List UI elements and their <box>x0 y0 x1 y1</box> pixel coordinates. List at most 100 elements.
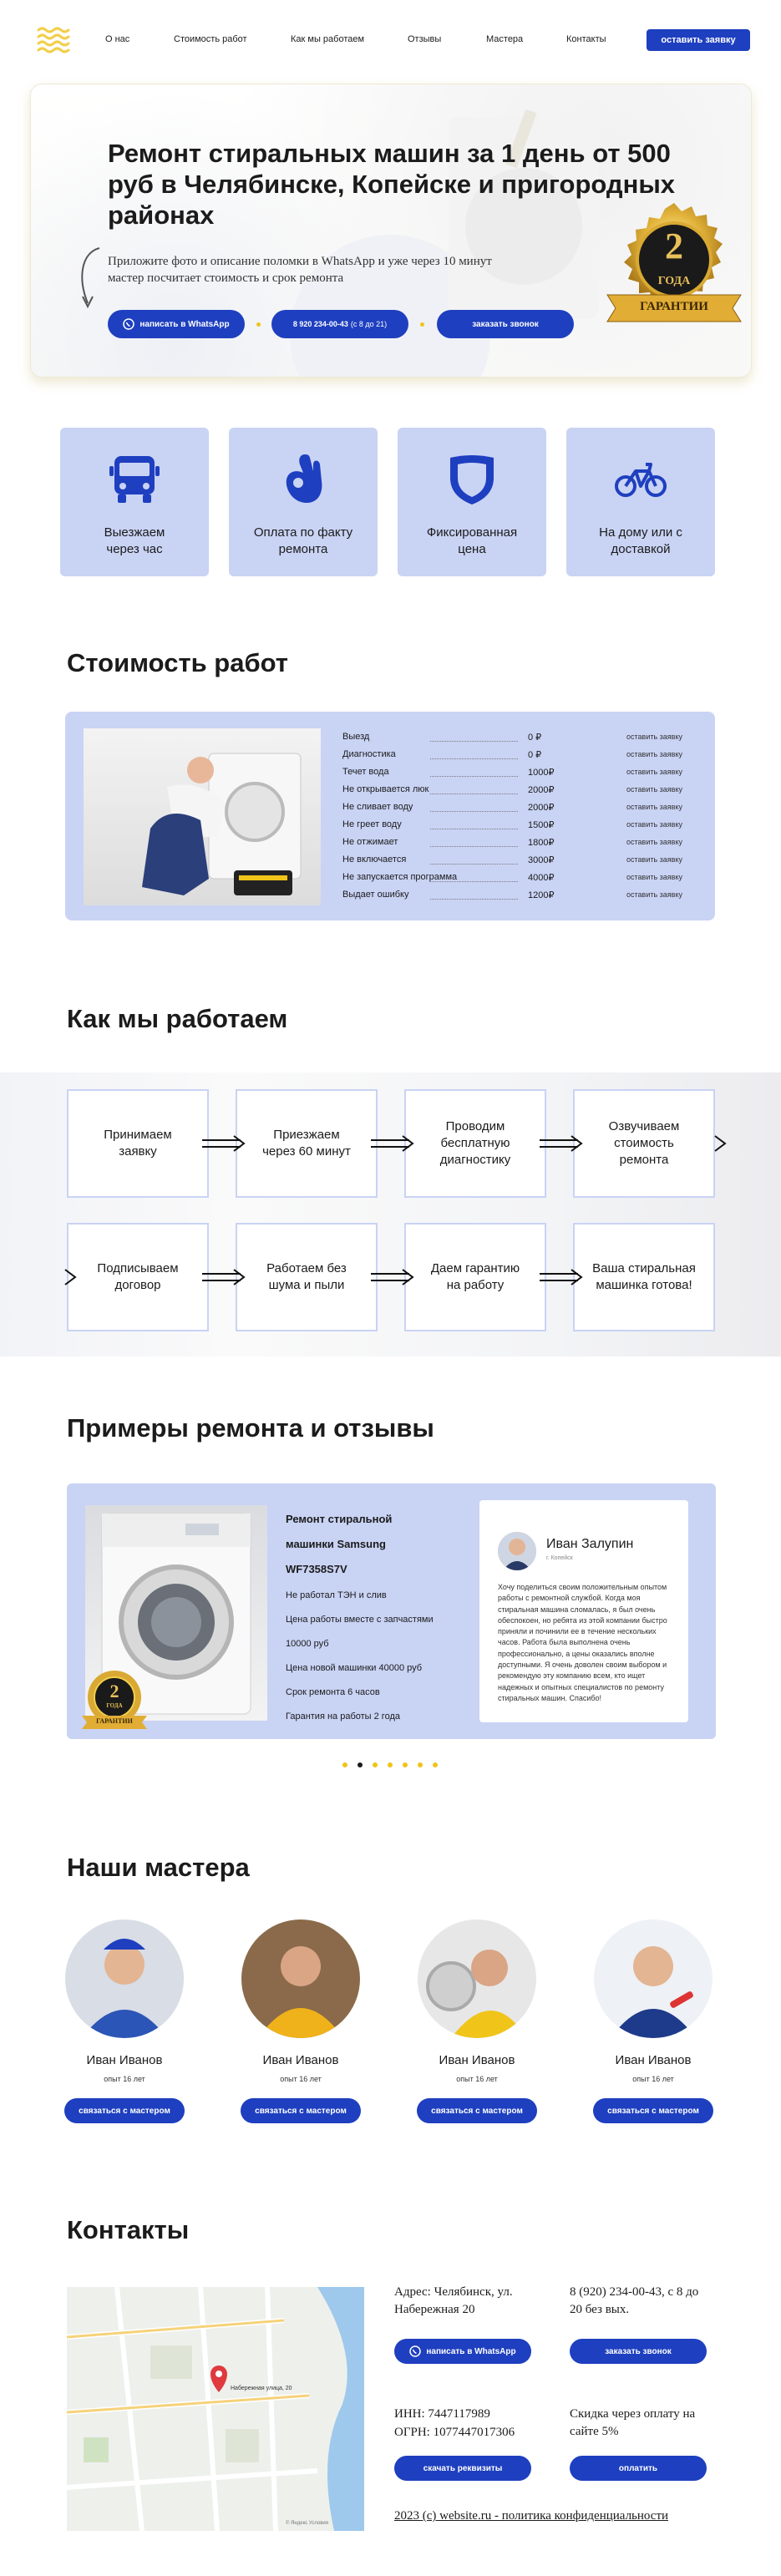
badge-line1: ГОДА <box>106 1702 123 1709</box>
whatsapp-icon <box>409 2345 422 2357</box>
order-link[interactable]: оставить заявку <box>626 838 682 846</box>
service-name: Выдает ошибку <box>342 890 409 900</box>
contact-master-button[interactable]: связаться с мастером <box>593 2098 713 2123</box>
master-experience: опыт 16 лет <box>104 2075 145 2083</box>
badge-line2: ГАРАНТИИ <box>96 1717 133 1725</box>
badge-line1: ГОДА <box>657 275 691 287</box>
service-name: Диагностика <box>342 749 396 759</box>
arrow-icon <box>540 1269 583 1285</box>
contact-inn: ИНН: 7447117989 <box>394 2407 490 2421</box>
guarantee-badge-small: 2 ГОДА ГАРАНТИИ <box>79 1669 150 1736</box>
feature-label: Фиксированная цена <box>426 525 518 556</box>
arrow-icon <box>371 1269 414 1285</box>
nav-masters[interactable]: Мастера <box>486 34 524 44</box>
reviewer-city: г. Копейск <box>546 1555 573 1561</box>
service-price: 2000₽ <box>528 785 555 795</box>
slider-dot[interactable] <box>418 1762 423 1767</box>
separator-dot <box>420 322 424 327</box>
shield-icon <box>445 453 499 506</box>
slider-dot[interactable] <box>388 1762 393 1767</box>
order-link[interactable]: оставить заявку <box>626 855 682 864</box>
case-line: Цена работы вместе с запчастями <box>286 1615 434 1625</box>
order-link[interactable]: оставить заявку <box>626 873 682 881</box>
master-card: Иван Иванов опыт 16 лет связаться с маст… <box>238 1919 363 2123</box>
download-requisites-button[interactable]: скачать реквизиты <box>394 2456 531 2481</box>
nav-contacts[interactable]: Контакты <box>566 34 606 44</box>
slider-dot[interactable] <box>403 1762 408 1767</box>
case-line: Срок ремонта 6 часов <box>286 1687 380 1697</box>
order-link[interactable]: оставить заявку <box>626 750 682 758</box>
badge-number: 2 <box>109 1681 119 1701</box>
arrow-icon <box>202 1135 246 1152</box>
order-link[interactable]: оставить заявку <box>626 803 682 811</box>
step-label: Подписываем договор <box>97 1261 179 1292</box>
nav-reviews[interactable]: Отзывы <box>408 34 442 44</box>
footer-privacy-link[interactable]: 2023 (c) website.ru - политика конфиденц… <box>394 2509 669 2523</box>
order-link[interactable]: оставить заявку <box>626 768 682 776</box>
map-illustration <box>67 2287 364 2531</box>
bicycle-icon <box>614 453 667 506</box>
case-title: Ремонт стиральной машинки Samsung WF7358… <box>286 1513 393 1575</box>
order-link[interactable]: оставить заявку <box>626 785 682 794</box>
step-label: Работаем без шума и пыли <box>266 1261 347 1292</box>
map[interactable]: Набережная улица, 20 © Яндекс Условия <box>67 2287 364 2531</box>
step-label: Даем гарантию на работу <box>430 1261 520 1292</box>
service-name: Не греет воду <box>342 819 402 829</box>
master-card: Иван Иванов опыт 16 лет связаться с маст… <box>591 1919 716 2123</box>
arrow-icon <box>64 1269 77 1285</box>
logo[interactable] <box>37 27 70 55</box>
service-price: 2000₽ <box>528 803 555 813</box>
service-price: 4000₽ <box>528 873 555 883</box>
feature-card: Выезжаем через час <box>60 428 209 576</box>
hero-call-button[interactable]: заказать звонок <box>437 310 574 338</box>
repair-photo <box>84 728 321 905</box>
service-price: 0 ₽ <box>528 733 542 743</box>
master-photo <box>241 1919 360 2038</box>
process-step: Работаем без шума и пыли <box>236 1223 378 1331</box>
map-address-label: Набережная улица, 20 <box>231 2386 292 2391</box>
contact-master-button[interactable]: связаться с мастером <box>64 2098 185 2123</box>
nav-about[interactable]: О нас <box>105 34 130 44</box>
review-card: Иван Залупин г. Копейск Хочу поделиться … <box>479 1500 688 1722</box>
contacts-whatsapp-button[interactable]: написать в WhatsApp <box>394 2339 531 2364</box>
slider-dot[interactable] <box>342 1762 347 1767</box>
process-step: Озвучиваем стоимость ремонта <box>573 1089 715 1198</box>
map-copyright: © Яндекс Условия <box>286 2521 329 2526</box>
nav-price[interactable]: Стоимость работ <box>174 34 247 44</box>
contact-discount: Скидка через оплату на сайте 5% <box>570 2407 696 2438</box>
pay-button[interactable]: оплатить <box>570 2456 707 2481</box>
washing-machine-photo <box>85 1505 267 1721</box>
reviews-section-title: Примеры ремонта и отзывы <box>67 1413 434 1443</box>
reviewer-name: Иван Залупин <box>546 1537 634 1551</box>
contact-master-button[interactable]: связаться с мастером <box>241 2098 361 2123</box>
contact-master-button[interactable]: связаться с мастером <box>417 2098 537 2123</box>
master-photo <box>418 1919 536 2038</box>
price-section-title: Стоимость работ <box>67 648 288 677</box>
slider-dot[interactable] <box>433 1762 438 1767</box>
masters-section-title: Наши мастера <box>67 1853 250 1882</box>
order-link[interactable]: оставить заявку <box>626 733 682 741</box>
contact-ogrn: ОГРН: 1077447017306 <box>394 2426 515 2439</box>
review-slide: 2 ГОДА ГАРАНТИИ Ремонт стиральной машинк… <box>67 1483 716 1739</box>
hero-phone-button[interactable]: 8 920 234-00-43 (с 8 до 21) <box>271 310 408 338</box>
feature-label: На дому или с доставкой <box>599 525 682 556</box>
service-name: Не сливает воду <box>342 802 413 812</box>
hero-whatsapp-button[interactable]: написать в WhatsApp <box>108 310 245 338</box>
step-label: Принимаем заявку <box>104 1128 172 1159</box>
header-order-button[interactable]: оставить заявку <box>647 29 750 51</box>
nav-process[interactable]: Как мы работаем <box>291 34 365 44</box>
order-link[interactable]: оставить заявку <box>626 890 682 899</box>
slider-dot[interactable] <box>373 1762 378 1767</box>
order-link[interactable]: оставить заявку <box>626 820 682 829</box>
contacts-call-button[interactable]: заказать звонок <box>570 2339 707 2364</box>
service-name: Выезд <box>342 732 370 742</box>
master-name: Иван Иванов <box>439 2053 515 2067</box>
master-photo <box>594 1919 713 2038</box>
slider-dot-active[interactable] <box>358 1762 363 1767</box>
price-card <box>65 712 715 920</box>
